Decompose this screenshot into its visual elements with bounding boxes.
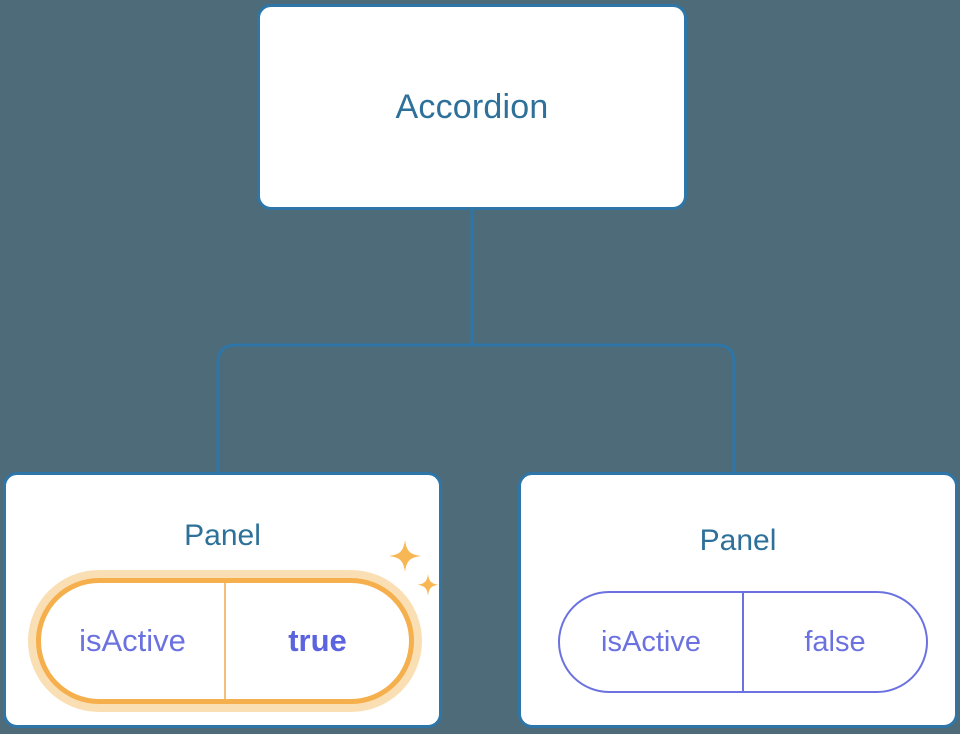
prop-pill-inactive-value-cell: false bbox=[744, 593, 926, 691]
prop-pill-active-value-cell: true bbox=[226, 583, 409, 699]
prop-pill-inactive-value: false bbox=[804, 625, 866, 658]
prop-pill-active[interactable]: isActive true bbox=[36, 578, 414, 704]
node-accordion[interactable]: Accordion bbox=[257, 4, 687, 210]
node-panel-active-label: Panel bbox=[184, 519, 261, 552]
prop-pill-inactive-key-cell: isActive bbox=[560, 593, 742, 691]
prop-pill-inactive-key: isActive bbox=[601, 625, 701, 658]
node-panel-active[interactable]: Panel isActive true bbox=[3, 472, 442, 728]
node-panel-inactive[interactable]: Panel isActive false bbox=[518, 472, 958, 728]
prop-pill-active-key-cell: isActive bbox=[41, 583, 224, 699]
prop-pill-inactive[interactable]: isActive false bbox=[558, 591, 928, 693]
prop-pill-inactive-divider bbox=[742, 593, 744, 691]
node-panel-inactive-label: Panel bbox=[699, 524, 777, 557]
prop-pill-inactive-wrapper: isActive false bbox=[558, 591, 928, 693]
prop-pill-active-value: true bbox=[288, 623, 347, 658]
node-accordion-label: Accordion bbox=[395, 87, 549, 126]
connector-branch-bar bbox=[216, 343, 736, 474]
prop-pill-active-key: isActive bbox=[79, 623, 186, 658]
prop-pill-active-wrapper: isActive true bbox=[36, 578, 414, 704]
prop-pill-active-divider bbox=[224, 583, 226, 699]
